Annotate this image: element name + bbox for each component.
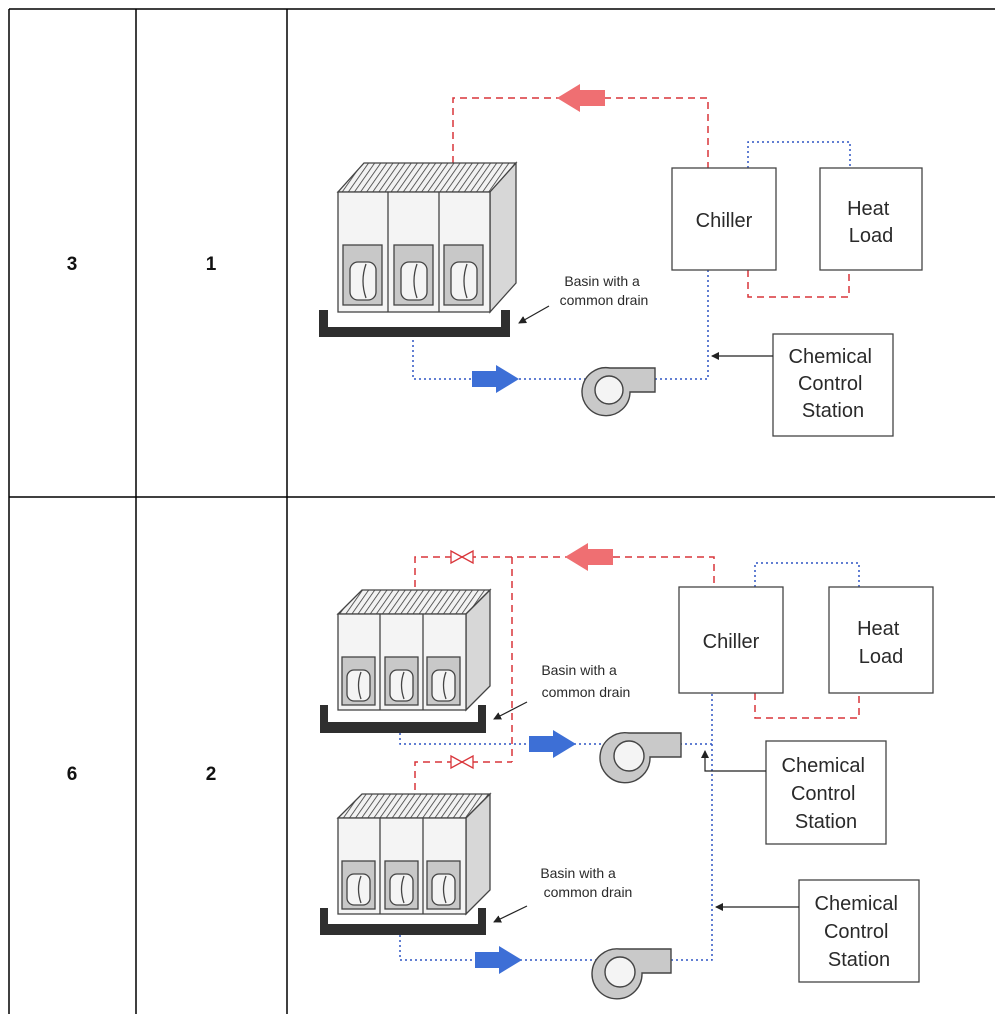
chiller-box <box>671 167 777 271</box>
cooling-tower-icon <box>336 161 518 314</box>
row-2-col-2-cell: 2 <box>205 764 217 785</box>
chiller-box <box>678 586 784 694</box>
chiller-label: Chiller <box>703 631 760 653</box>
heat-load-box <box>819 167 923 271</box>
pump-icon <box>599 731 682 784</box>
flow-arrow-icon <box>557 84 605 112</box>
cooling-tower-icon <box>336 588 492 712</box>
chemical-control-station-box-1 <box>765 740 887 845</box>
chemical-control-station-box <box>772 333 894 437</box>
chemical-control-station-label-2: Chemical Control Station <box>815 893 904 971</box>
chiller-label: Chiller <box>696 210 753 232</box>
basin-icon <box>320 908 486 935</box>
flow-arrow-icon <box>475 946 522 974</box>
chemical-control-station-box-2 <box>798 879 920 983</box>
row-1-col-1-cell: 3 <box>66 254 78 275</box>
return-line <box>412 141 851 380</box>
basin-label-1: Basin with a common drain <box>541 662 630 700</box>
flow-arrow-icon <box>565 543 613 571</box>
flow-arrow-icon <box>529 730 576 758</box>
pump-icon <box>591 948 672 1000</box>
basin-icon <box>320 705 486 733</box>
heat-load-label: Heat Load <box>847 198 895 247</box>
diagram-2: Basin with a common drain <box>320 543 934 1000</box>
basin-label-2: Basin with a common drain <box>540 865 632 900</box>
basin-arrow <box>518 305 550 324</box>
chemical-control-station-label-1: Chemical Control Station <box>782 755 871 833</box>
diagram-1: Basin with a common drain Chiller Heat L… <box>319 84 923 437</box>
chemical-control-station-label: Chemical Control Station <box>789 346 878 422</box>
chemical-feed-arrow <box>701 750 766 772</box>
heat-load-box <box>828 586 934 694</box>
supply-line <box>414 556 860 790</box>
heat-load-label: Heat Load <box>857 618 905 668</box>
valve-icon <box>450 754 474 770</box>
pump-icon <box>581 366 656 417</box>
valve-icon <box>450 549 474 565</box>
row-1-col-2-cell: 1 <box>205 254 217 275</box>
basin-arrow <box>493 701 528 720</box>
basin-icon <box>319 310 510 337</box>
cooling-tower-icon <box>336 792 492 916</box>
basin-label: Basin with a common drain <box>560 273 649 308</box>
basin-arrow <box>493 905 528 923</box>
row-2-col-1-cell: 6 <box>66 764 78 785</box>
flow-arrow-icon <box>472 365 519 393</box>
